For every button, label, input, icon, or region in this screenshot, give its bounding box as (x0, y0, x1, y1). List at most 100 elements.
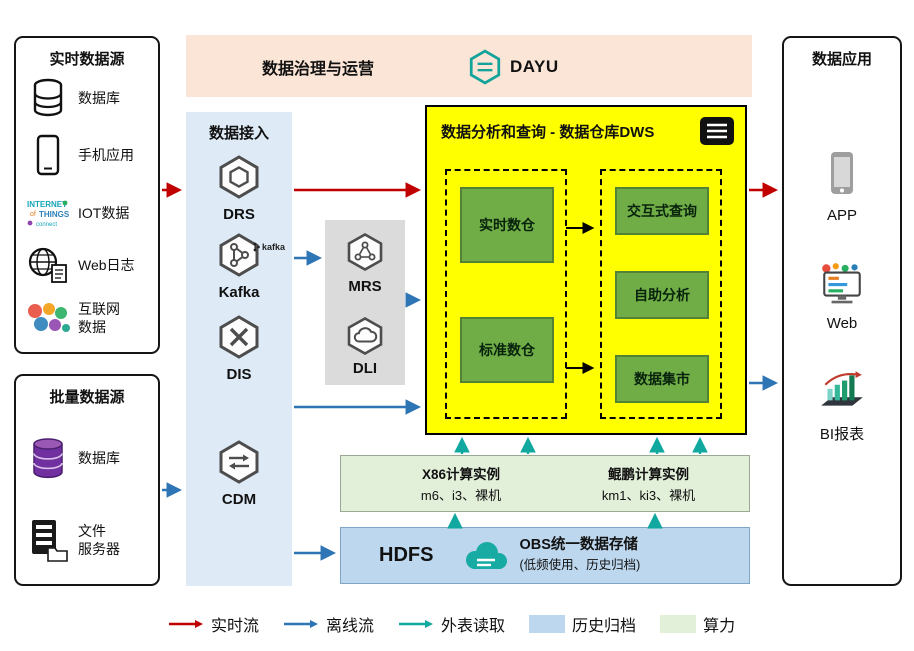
svg-text:of: of (30, 211, 36, 218)
compute-strip: X86计算实例 m6、i3、裸机 鲲鹏计算实例 km1、ki3、裸机 (340, 455, 750, 512)
applications-title: 数据应用 (811, 51, 872, 68)
interactive-query-node: 交互式查询 (615, 187, 709, 235)
services-group: 交互式查询 自助分析 数据集市 (600, 169, 722, 419)
standard-warehouse-node: 标准数仓 (460, 317, 554, 383)
legend-label: 外表读取 (441, 618, 506, 635)
source-label: 数据库 (78, 449, 120, 466)
dayu-brand: DAYU (468, 49, 559, 85)
file-server-icon (24, 516, 72, 564)
processing-panel: MRS DLI (325, 220, 405, 385)
kunpeng-models: km1、ki3、裸机 (601, 488, 696, 503)
legend: 实时流 离线流 外表读取 历史归档 算力 (168, 612, 735, 636)
svg-text:INTERNET: INTERNET (27, 200, 67, 209)
list-item: 数据库 (24, 434, 156, 482)
app-icon (828, 150, 856, 201)
svg-text:THINGS: THINGS (39, 210, 70, 219)
dws-title: 数据分析和查询 - 数据仓库DWS (441, 124, 655, 141)
source-label: 手机应用 (78, 146, 134, 163)
dli-icon (345, 316, 385, 361)
list-item: APP (784, 150, 900, 224)
obs-cloud-icon (459, 539, 511, 573)
x86-compute-group: X86计算实例 m6、i3、裸机 (361, 456, 561, 511)
svg-text:connect: connect (36, 222, 57, 228)
data-mart-node: 数据集市 (615, 355, 709, 403)
bi-report-icon (817, 370, 867, 417)
dws-warehouse-icon (699, 116, 735, 151)
kafka-glyph-icon (253, 242, 260, 252)
storage-strip: HDFS OBS统一数据存储 (低频使用、历史归档) (340, 527, 750, 584)
source-label: 互联网 数据 (78, 300, 120, 335)
drs-icon (216, 154, 262, 205)
legend-offline-flow: 离线流 (283, 612, 374, 636)
list-item: 手机应用 (24, 131, 156, 179)
database-icon (24, 74, 72, 122)
red-arrow-icon (169, 620, 203, 628)
dayu-icon (469, 49, 501, 85)
ingestion-panel: 数据接入 DRS kafka Kafka DIS CDM (186, 112, 292, 586)
dayu-label: DAYU (510, 57, 559, 76)
list-item: 文件 服务器 (24, 516, 156, 564)
teal-arrow-icon (399, 620, 434, 628)
list-item: 数据库 (24, 74, 156, 122)
blue-arrow-icon (284, 620, 319, 628)
legend-label: 算力 (703, 618, 736, 635)
application-label: BI报表 (819, 426, 865, 443)
dli-label: DLI (352, 360, 378, 377)
list-item: BI报表 (784, 370, 900, 444)
archive-swatch (529, 615, 566, 633)
drs-label: DRS (223, 206, 255, 223)
mrs-icon (345, 232, 385, 277)
self-analysis-node: 自助分析 (615, 271, 709, 319)
web-log-icon (24, 241, 72, 289)
database-purple-icon (24, 434, 72, 482)
internet-icon (24, 294, 72, 342)
kunpeng-compute-group: 鲲鹏计算实例 km1、ki3、裸机 (556, 456, 741, 511)
governance-banner: 数据治理与运营 DAYU (186, 35, 752, 97)
realtime-warehouse-node: 实时数仓 (460, 187, 554, 263)
legend-compute: 算力 (660, 612, 735, 636)
mrs-label: MRS (348, 278, 382, 295)
source-label: 数据库 (78, 89, 120, 106)
legend-archive: 历史归档 (529, 612, 636, 636)
cdm-icon (216, 439, 262, 490)
legend-label: 离线流 (326, 618, 375, 635)
obs-note: (低频使用、历史归档) (519, 557, 641, 572)
dis-label: DIS (226, 366, 252, 383)
obs-text: OBS统一数据存储 (低频使用、历史归档) (519, 536, 640, 576)
warehouse-group: 实时数仓 标准数仓 (445, 169, 567, 419)
x86-title: X86计算实例 (421, 467, 501, 482)
source-label: 文件 服务器 (78, 522, 120, 557)
cdm-label: CDM (221, 491, 257, 508)
ingestion-title: 数据接入 (208, 125, 269, 142)
kafka-icon (216, 232, 262, 283)
legend-label: 实时流 (211, 618, 260, 635)
hdfs-label: HDFS (379, 544, 434, 566)
kafka-wordmark: kafka (252, 242, 285, 252)
batch-sources-panel: 批量数据源 数据库 文件 服务器 (14, 374, 160, 586)
obs-title: OBS统一数据存储 (519, 536, 638, 553)
realtime-sources-title: 实时数据源 (49, 51, 125, 68)
legend-label: 历史归档 (572, 618, 637, 635)
dws-panel: 数据分析和查询 - 数据仓库DWS 实时数仓 标准数仓 交互式查询 自助分析 数… (425, 105, 747, 435)
compute-swatch (660, 615, 697, 633)
list-item: Web日志 (24, 241, 156, 289)
application-label: Web (826, 315, 858, 332)
kunpeng-title: 鲲鹏计算实例 (608, 467, 689, 482)
dis-icon (216, 314, 262, 365)
list-item: Web (784, 262, 900, 332)
legend-external-read: 外表读取 (398, 612, 505, 636)
source-label: Web日志 (78, 256, 135, 273)
web-icon (818, 262, 866, 309)
application-label: APP (826, 207, 857, 224)
governance-title: 数据治理与运营 (262, 61, 375, 78)
legend-realtime-flow: 实时流 (168, 612, 259, 636)
mobile-icon (24, 131, 72, 179)
source-label: IOT数据 (78, 204, 130, 221)
x86-models: m6、i3、裸机 (420, 488, 502, 503)
list-item: 互联网 数据 (24, 294, 156, 342)
kafka-label: Kafka (218, 284, 260, 301)
